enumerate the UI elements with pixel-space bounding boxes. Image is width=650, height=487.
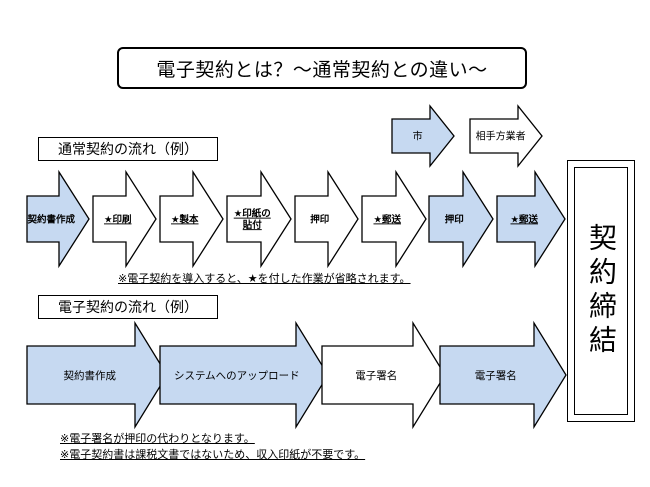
legend-arrow-1: 市	[391, 104, 455, 168]
normal-step-2-label: ★印刷	[104, 213, 132, 225]
legend-arrow-2: 相手方業者	[469, 104, 543, 168]
conclusion-inner: 契約締結	[574, 167, 628, 415]
normal-step-1-shape	[26, 169, 90, 269]
legend-arrow-2-shape	[469, 104, 543, 168]
electronic-step-3: 電子署名	[321, 320, 446, 430]
electronic-step-3-shape	[321, 320, 446, 430]
normal-step-3: ★製本	[159, 169, 224, 269]
normal-step-4-shape	[226, 169, 292, 269]
electronic-step-4-label: 電子署名	[475, 369, 517, 382]
conclusion-label: 契約締結	[585, 223, 618, 359]
normal-step-6-label: ★郵送	[373, 213, 401, 225]
normal-step-3-label: ★製本	[171, 213, 199, 225]
normal-step-2-shape	[92, 169, 157, 269]
electronic-flow-label: 電子契約の流れ（例）	[38, 295, 218, 319]
normal-step-7-shape	[428, 169, 494, 269]
electronic-step-3-label: 電子署名	[355, 369, 397, 382]
normal-step-6: ★郵送	[361, 169, 427, 269]
electronic-flow: 契約書作成 システムへのアップロード 電子署名 電子署名	[26, 320, 567, 430]
normal-step-1-label: 契約書作成	[26, 213, 75, 225]
electronic-flow-note-2: ※電子契約書は課税文書ではないため、収入印紙が不要です。	[60, 448, 366, 461]
normal-step-7: 押印	[428, 169, 494, 269]
electronic-step-1: 契約書作成	[26, 320, 168, 430]
normal-step-7-label: 押印	[445, 213, 464, 225]
conclusion-box: 契約締結	[567, 160, 635, 422]
normal-step-4-label: ★印紙の貼付	[234, 208, 271, 232]
electronic-step-2: システムへのアップロード	[159, 320, 329, 430]
normal-step-1: 契約書作成	[26, 169, 90, 269]
electronic-step-2-shape	[159, 320, 329, 430]
legend-arrow-2-label: 相手方業者	[476, 130, 526, 143]
normal-flow-note: ※電子契約を導入すると、★を付した作業が省略されます。	[118, 272, 411, 285]
normal-step-5-label: 押印	[310, 213, 329, 225]
normal-flow: 契約書作成 ★印刷 ★製本 ★印紙の貼付 押印 ★郵送 押印 ★郵送	[26, 169, 566, 269]
legend: 市 相手方業者	[391, 104, 543, 168]
electronic-step-4-shape	[439, 320, 567, 430]
electronic-step-1-shape	[26, 320, 168, 430]
normal-step-4: ★印紙の貼付	[226, 169, 292, 269]
electronic-step-4: 電子署名	[439, 320, 567, 430]
legend-arrow-1-label: 市	[413, 130, 423, 143]
legend-arrow-1-shape	[391, 104, 455, 168]
electronic-step-1-label: 契約書作成	[64, 369, 117, 382]
normal-step-5: 押印	[294, 169, 359, 269]
normal-step-2: ★印刷	[92, 169, 157, 269]
normal-step-3-shape	[159, 169, 224, 269]
normal-flow-label: 通常契約の流れ（例）	[38, 137, 218, 161]
normal-step-8: ★郵送	[496, 169, 566, 269]
normal-step-6-shape	[361, 169, 427, 269]
electronic-flow-note-1: ※電子署名が押印の代わりとなります。	[60, 432, 255, 445]
electronic-step-2-label: システムへのアップロード	[174, 370, 300, 382]
normal-step-5-shape	[294, 169, 359, 269]
normal-step-8-label: ★郵送	[510, 213, 538, 225]
page-title: 電子契約とは？～通常契約との違い～	[117, 47, 527, 89]
normal-step-8-shape	[496, 169, 566, 269]
